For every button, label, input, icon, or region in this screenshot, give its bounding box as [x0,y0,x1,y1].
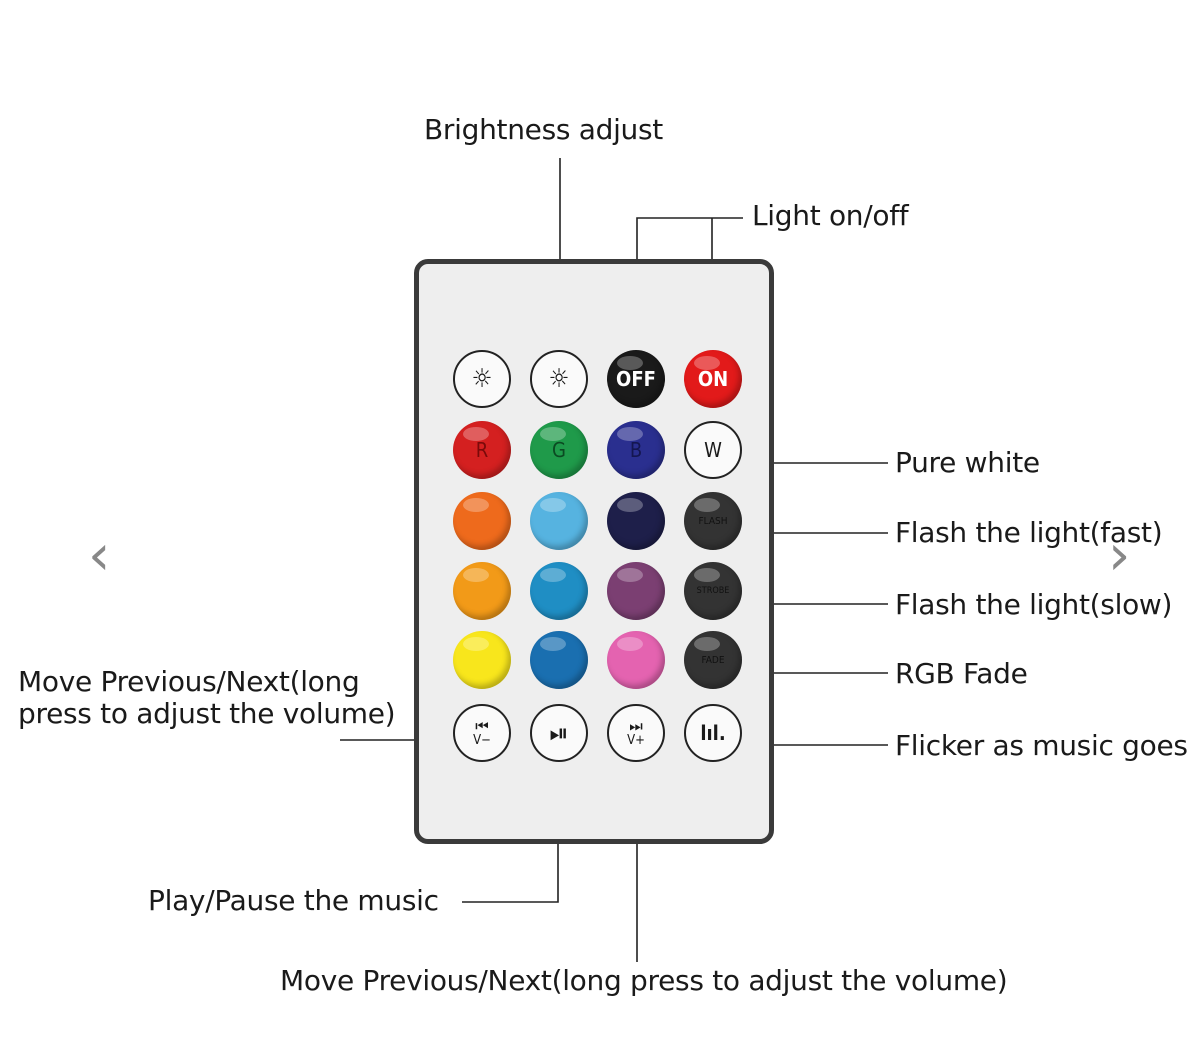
off-label: OFF [616,367,656,391]
next-image-arrow[interactable]: › [1108,523,1131,588]
flash-slow-label: Flash the light(slow) [895,588,1173,621]
orange-button[interactable] [453,492,511,550]
volume-up-label: V+ [627,733,645,748]
white-label: W [704,438,722,462]
brightness-label: Brightness adjust [424,113,663,146]
move-prev-label-line1: Move Previous/Next(long [18,665,360,698]
yellow-button[interactable] [453,631,511,689]
green-label: G [552,438,566,462]
play-pause-label: Play/Pause the music [148,884,439,917]
previous-image-arrow[interactable]: ‹ [88,523,111,588]
fade-button[interactable]: FADE [684,631,742,689]
strobe-label: STROBE [696,586,730,596]
pink-button[interactable] [607,631,665,689]
red-button[interactable]: R [453,421,511,479]
flash-button[interactable]: FLASH [684,492,742,550]
white-button[interactable]: W [684,421,742,479]
move-bottom-label: Move Previous/Next(long press to adjust … [280,964,1008,997]
purple-button[interactable] [607,562,665,620]
previous-button[interactable]: ⏮ V− [453,704,511,762]
previous-icon: ⏮ [475,717,489,735]
off-button[interactable]: OFF [607,350,665,408]
volume-down-label: V− [473,733,491,748]
rgb-fade-label: RGB Fade [895,657,1028,690]
on-button[interactable]: ON [684,350,742,408]
brightness-up-button[interactable]: ☼ [530,350,588,408]
play-pause-button[interactable]: ⏯ [530,704,588,762]
music-mode-button[interactable]: lıl. [684,704,742,762]
flicker-music-label: Flicker as music goes [895,729,1188,762]
brightness-down-button[interactable]: ☼ [453,350,511,408]
sun-large-icon: ☼ [548,364,570,394]
play-pause-icon: ⏯ [549,719,569,747]
blue-button[interactable]: B [607,421,665,479]
flash-label: FLASH [698,515,728,527]
on-label: ON [697,367,729,391]
flash-fast-label: Flash the light(fast) [895,516,1163,549]
amber-button[interactable] [453,562,511,620]
teal-button[interactable] [530,562,588,620]
sun-small-icon: ☼ [471,364,493,394]
fade-label: FADE [701,654,725,666]
green-button[interactable]: G [530,421,588,479]
move-prev-label-line2: press to adjust the volume) [18,697,396,730]
light-onoff-label: Light on/off [752,199,909,232]
ocean-blue-button[interactable] [530,631,588,689]
strobe-button[interactable]: STROBE [684,562,742,620]
equalizer-icon: lıl. [700,721,726,745]
pure-white-label: Pure white [895,446,1040,479]
blue-label: B [629,438,643,462]
navy-button[interactable] [607,492,665,550]
red-label: R [475,438,489,462]
next-icon: ⏭ [629,717,643,735]
next-button[interactable]: ⏭ V+ [607,704,665,762]
sky-blue-button[interactable] [530,492,588,550]
